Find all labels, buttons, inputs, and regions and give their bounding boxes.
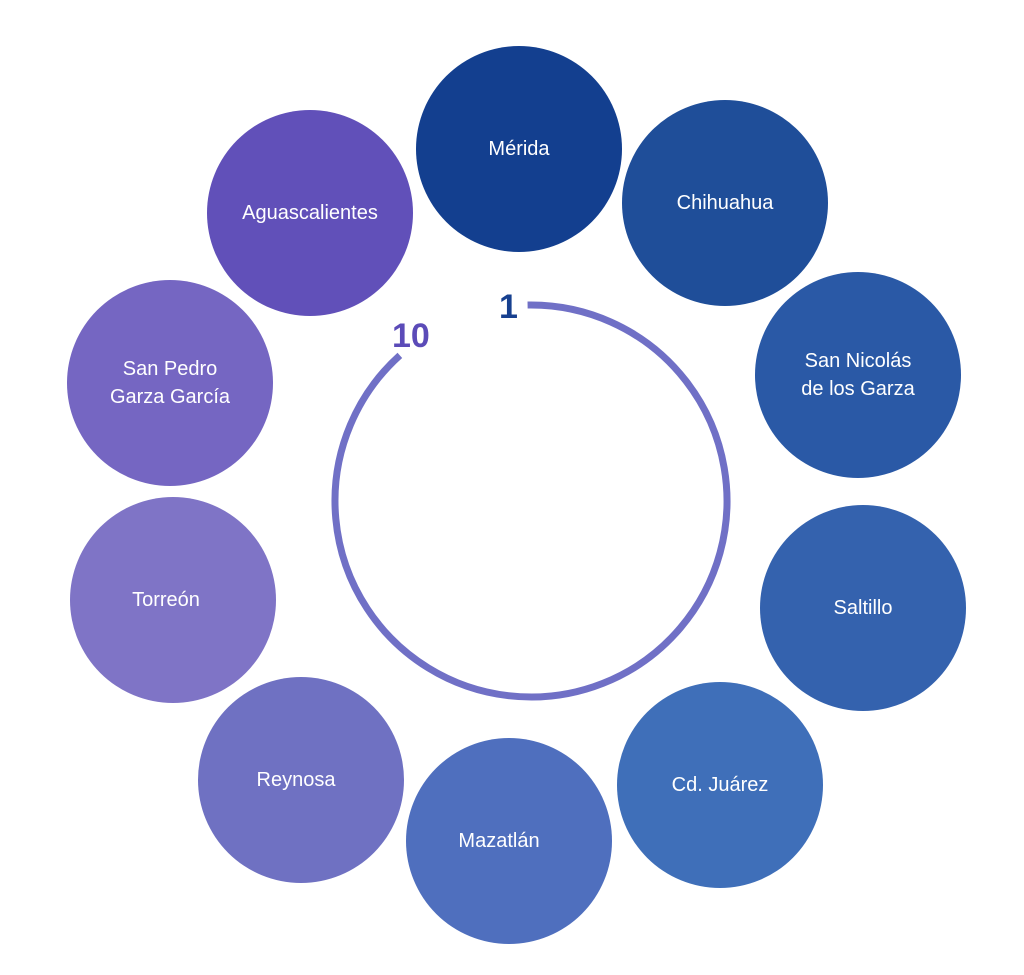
city-label: San Pedro Garza García [109, 358, 231, 408]
city-node-chihuahua: Chihuahua [622, 100, 828, 306]
rank-end-label: 10 [392, 317, 430, 355]
city-node-torreon: Torreón [70, 497, 276, 703]
city-node-san-nicolas: San Nicolás de los Garza [755, 272, 961, 478]
city-label: Aguascalientes [242, 202, 378, 224]
city-label: Torreón [132, 589, 200, 611]
city-node-cd-juarez: Cd. Juárez [617, 682, 823, 888]
city-label: Reynosa [256, 769, 336, 791]
city-label: Mazatlán [458, 830, 540, 852]
city-node-merida: Mérida [416, 46, 622, 252]
city-label: Saltillo [833, 597, 893, 619]
city-node-reynosa: Reynosa [198, 677, 404, 883]
city-label: Cd. Juárez [671, 774, 769, 796]
city-label: Chihuahua [676, 192, 774, 214]
city-node-san-pedro: San Pedro Garza García [67, 280, 273, 486]
city-label: Mérida [488, 138, 550, 160]
ring-arc [331, 301, 731, 701]
rank-start-label: 1 [499, 288, 518, 326]
city-label: San Nicolás de los Garza [801, 350, 915, 400]
city-node-aguascalientes: Aguascalientes [207, 110, 413, 316]
city-node-mazatlan: Mazatlán [406, 738, 612, 944]
city-node-saltillo: Saltillo [760, 505, 966, 711]
